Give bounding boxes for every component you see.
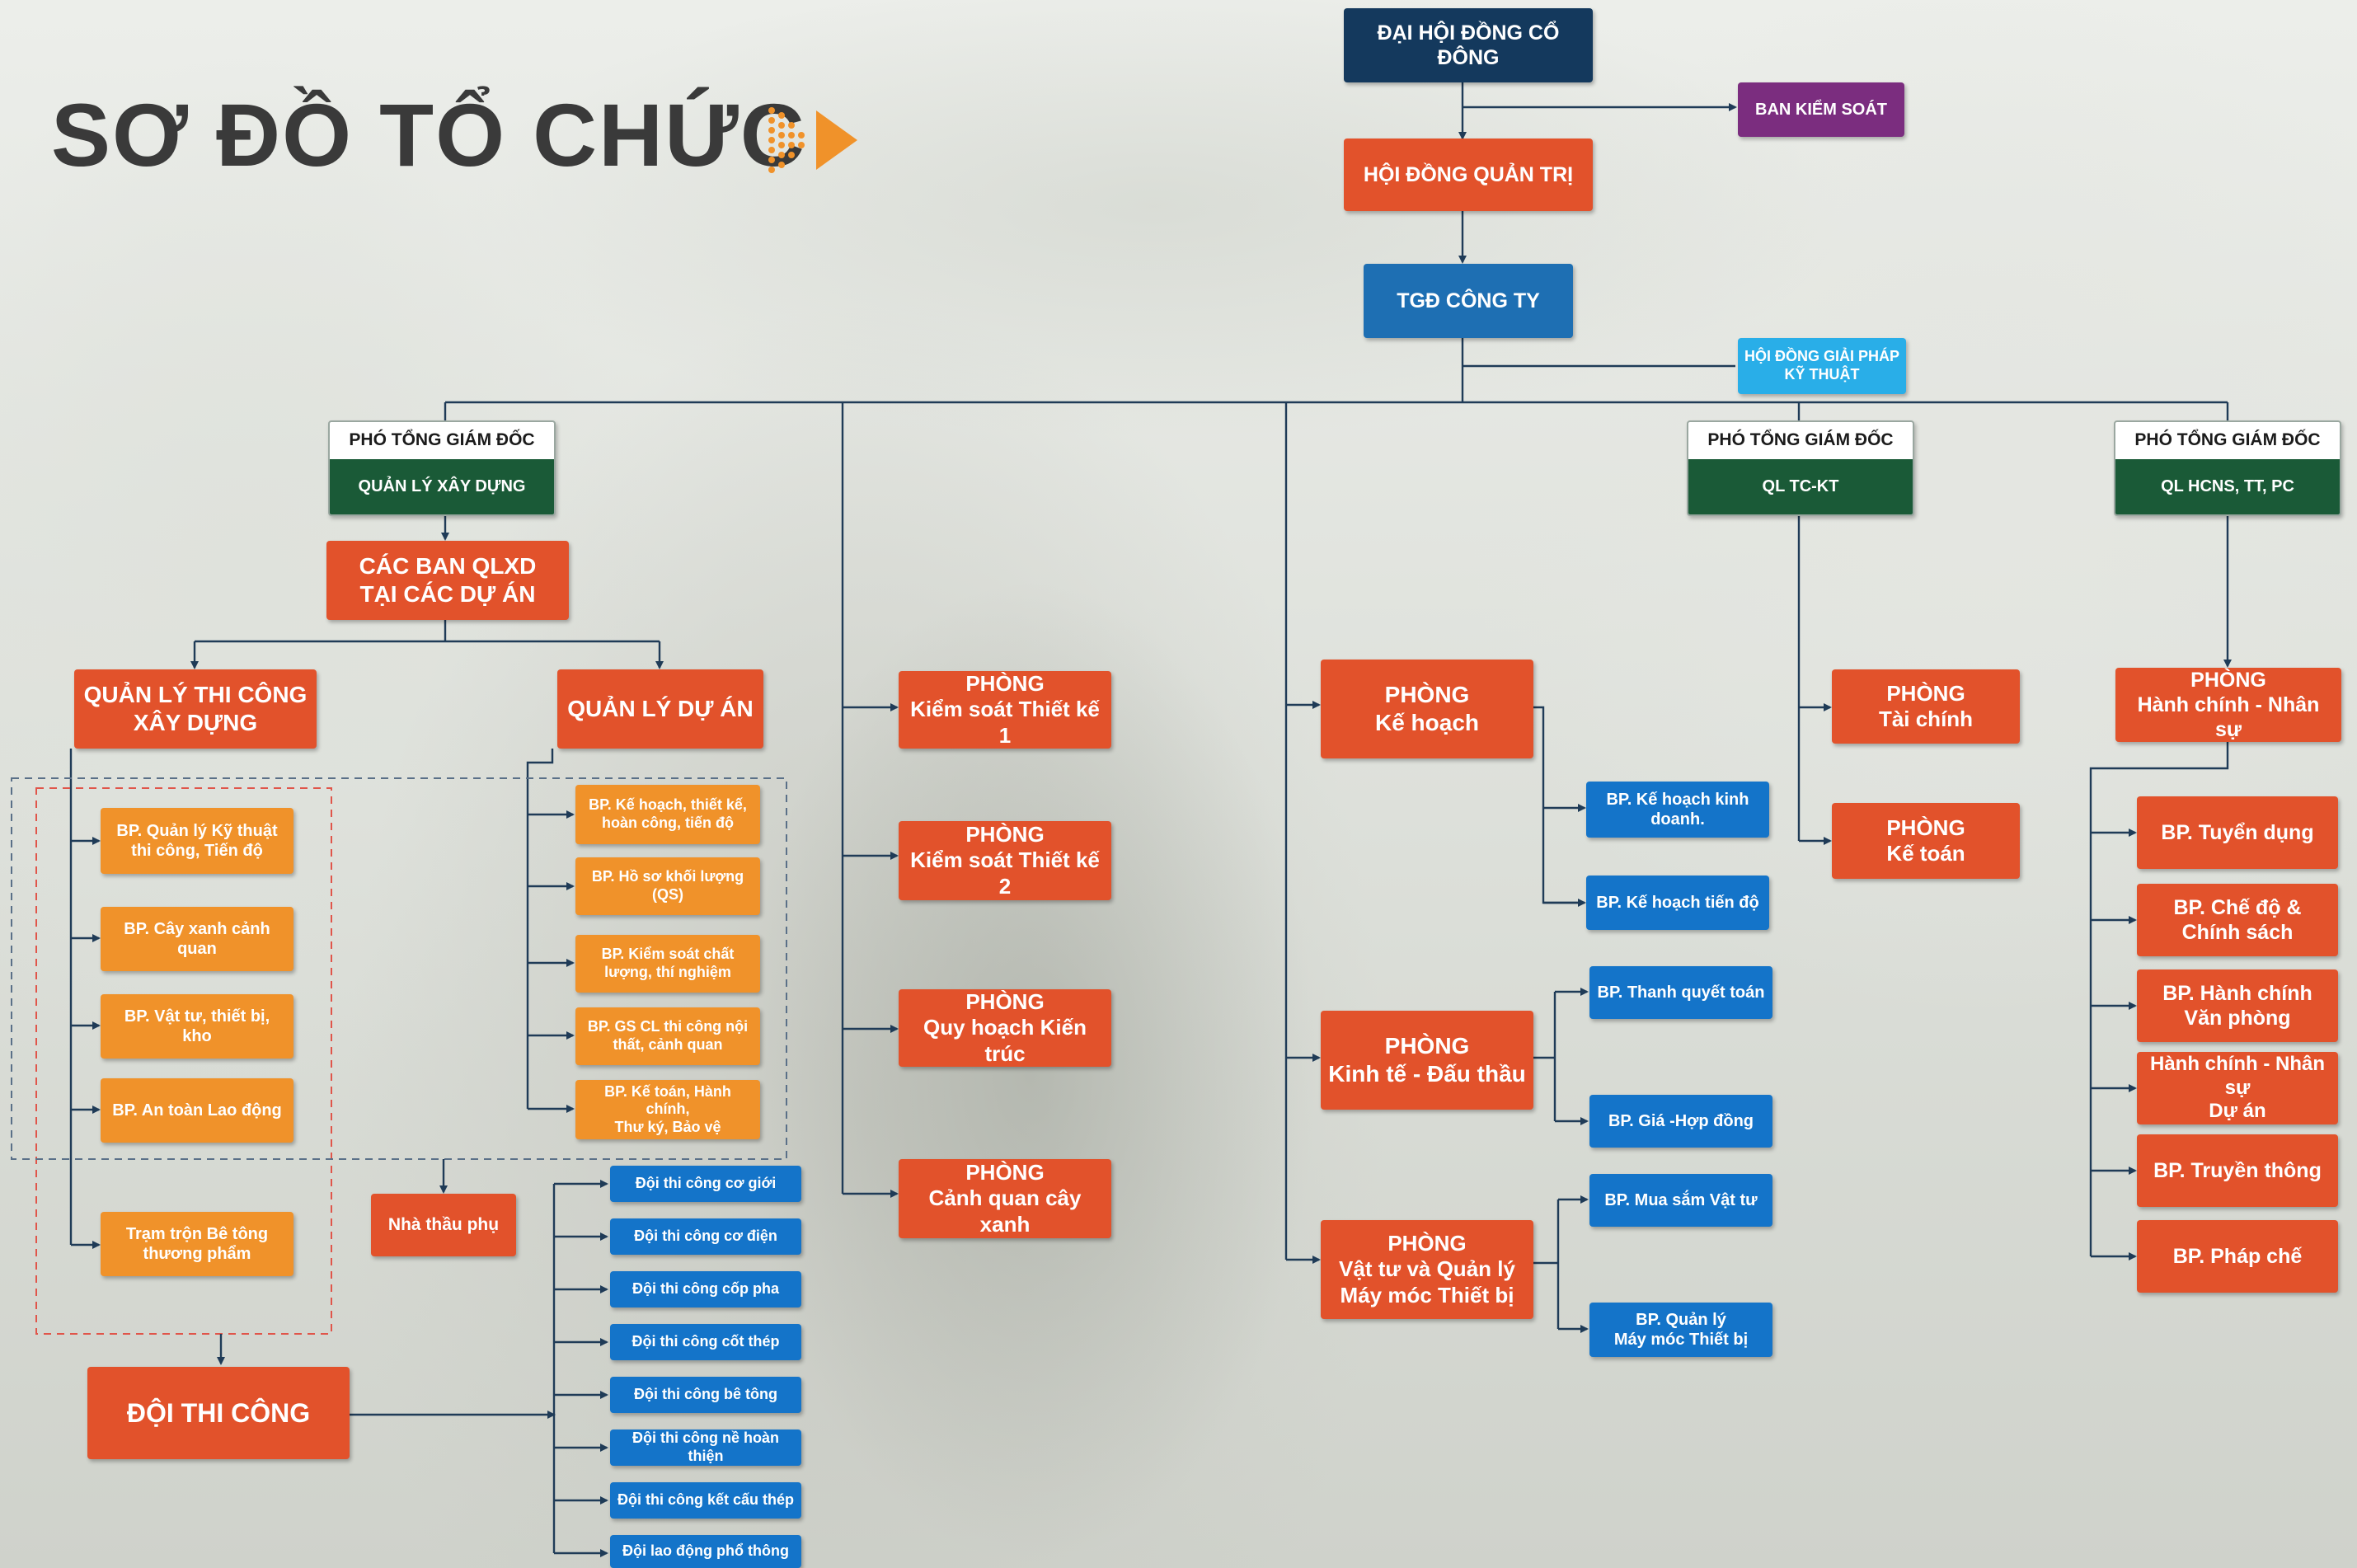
hr-unit-office-admin: BP. Hành chính Văn phòng (2137, 969, 2338, 1042)
technical-council-box: HỘI ĐỒNG GIẢI PHÁP KỸ THUẬT (1738, 338, 1906, 394)
hr-dept-box: PHÒNG Hành chính - Nhân sự (2115, 668, 2341, 742)
team-item: Đội thi công cốp pha (610, 1271, 801, 1307)
finance-dept-box: PHÒNG Tài chính (1832, 669, 2020, 744)
site-management-box: QUẢN LÝ THI CÔNG XÂY DỰNG (74, 669, 317, 749)
hr-unit-communications: BP. Truyền thông (2137, 1134, 2338, 1207)
supply-equipment-box: PHÒNG Vật tư và Quản lý Máy móc Thiết bị (1321, 1220, 1533, 1319)
project-unit-supervision: BP. GS CL thi công nội thất, cảnh quan (575, 1007, 760, 1065)
supervisory-board-box: BAN KIỂM SOÁT (1738, 82, 1904, 137)
planning-dept-box: PHÒNG Kế hoạch (1321, 660, 1533, 758)
deputy-construction-box: PHÓ TỔNG GIÁM ĐỐC QUẢN LÝ XÂY DỰNG (328, 420, 556, 516)
deputy-construction-sub: QUẢN LÝ XÂY DỰNG (330, 458, 554, 514)
site-unit-concrete-plant: Trạm trộn Bê tông thương phẩm (101, 1212, 293, 1276)
project-boards-box: CÁC BAN QLXD TẠI CÁC DỰ ÁN (326, 541, 569, 620)
project-unit-planning: BP. Kế hoạch, thiết kế, hoàn công, tiến … (575, 785, 760, 844)
title-arrows-icon (768, 107, 857, 173)
site-unit-materials: BP. Vật tư, thiết bị, kho (101, 994, 293, 1059)
deputy-finance-box: PHÓ TỔNG GIÁM ĐỐC QL TC-KT (1687, 420, 1914, 516)
team-item: Đội thi công cơ giới (610, 1166, 801, 1202)
supply-unit-equipment: BP. Quản lý Máy móc Thiết bị (1589, 1303, 1772, 1357)
site-unit-safety: BP. An toàn Lao động (101, 1078, 293, 1143)
hr-unit-recruitment: BP. Tuyển dụng (2137, 796, 2338, 869)
project-unit-admin: BP. Kế toán, Hành chính, Thư ký, Bảo vệ (575, 1080, 760, 1139)
shareholders-box: ĐẠI HỘI ĐỒNG CỔ ĐÔNG (1344, 8, 1593, 82)
design-control-1-box: PHÒNG Kiểm soát Thiết kế 1 (899, 671, 1111, 749)
team-item: Đội thi công cơ điện (610, 1218, 801, 1255)
landscape-dept-box: PHÒNG Cảnh quan cây xanh (899, 1159, 1111, 1238)
site-unit-landscape: BP. Cây xanh cảnh quan (101, 907, 293, 971)
plan-unit-schedule: BP. Kế hoạch tiến độ (1586, 876, 1769, 930)
econ-unit-contract: BP. Giá -Hợp đồng (1589, 1095, 1772, 1148)
team-item: Đội lao động phổ thông (610, 1535, 801, 1568)
deputy-hr-box: PHÓ TỔNG GIÁM ĐỐC QL HCNS, TT, PC (2114, 420, 2341, 516)
hr-unit-policy: BP. Chế độ & Chính sách (2137, 884, 2338, 956)
deputy-hr-sub: QL HCNS, TT, PC (2115, 458, 2340, 514)
project-unit-quality: BP. Kiểm soát chất lượng, thí nghiệm (575, 935, 760, 993)
team-item: Đội thi công cốt thép (610, 1324, 801, 1360)
deputy-construction-title: PHÓ TỔNG GIÁM ĐỐC (349, 430, 535, 450)
architecture-planning-box: PHÒNG Quy hoạch Kiến trúc (899, 989, 1111, 1067)
plan-unit-business: BP. Kế hoạch kinh doanh. (1586, 782, 1769, 838)
project-unit-qs: BP. Hồ sơ khối lượng (QS) (575, 857, 760, 915)
deputy-finance-sub: QL TC-KT (1688, 458, 1913, 514)
economics-bidding-box: PHÒNG Kinh tế - Đấu thầu (1321, 1011, 1533, 1110)
team-item: Đội thi công nề hoàn thiện (610, 1430, 801, 1466)
deputy-finance-title: PHÓ TỔNG GIÁM ĐỐC (1707, 430, 1894, 450)
econ-unit-settlement: BP. Thanh quyết toán (1589, 966, 1772, 1019)
project-management-box: QUẢN LÝ DỰ ÁN (557, 669, 763, 749)
ceo-box: TGĐ CÔNG TY (1364, 264, 1573, 338)
design-control-2-box: PHÒNG Kiểm soát Thiết kế 2 (899, 821, 1111, 900)
supply-unit-purchasing: BP. Mua sắm Vật tư (1589, 1174, 1772, 1227)
subcontractor-box: Nhà thầu phụ (371, 1194, 516, 1256)
board-of-directors-box: HỘI ĐỒNG QUẢN TRỊ (1344, 138, 1593, 211)
hr-unit-project-admin: Hành chính - Nhân sự Dự án (2137, 1052, 2338, 1124)
deputy-hr-title: PHÓ TỔNG GIÁM ĐỐC (2134, 430, 2321, 450)
site-unit-technical: BP. Quản lý Kỹ thuật thi công, Tiến độ (101, 808, 293, 874)
accounting-dept-box: PHÒNG Kế toán (1832, 803, 2020, 879)
team-item: Đội thi công kết cấu thép (610, 1482, 801, 1519)
page-title: SƠ ĐỒ TỔ CHỨC (51, 85, 806, 185)
construction-teams-box: ĐỘI THI CÔNG (87, 1367, 350, 1459)
team-item: Đội thi công bê tông (610, 1377, 801, 1413)
hr-unit-legal: BP. Pháp chế (2137, 1220, 2338, 1293)
